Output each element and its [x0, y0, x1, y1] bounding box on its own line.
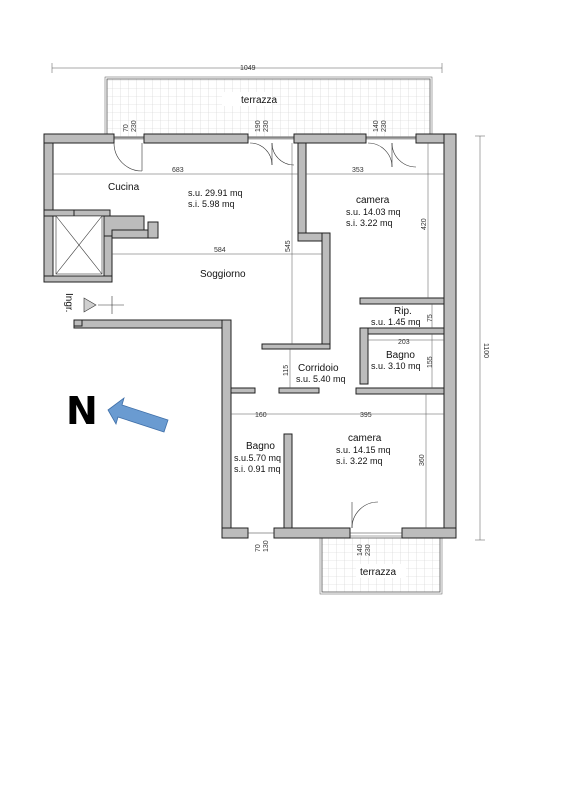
room-corridoio-su: s.u. 5.40 mq: [296, 374, 346, 384]
dimension-160: 160: [255, 412, 267, 419]
room-corridoio-label: Corridoio: [298, 363, 339, 374]
compass-north-letter: N: [66, 389, 98, 433]
entrance-label: Ingr.: [63, 293, 74, 312]
dimension-155: 155: [427, 356, 434, 368]
north-arrow-icon: [107, 396, 169, 433]
window-4-b: 130: [263, 540, 270, 552]
dimension-total-height: 1100: [475, 135, 489, 541]
window-1-a: 70: [123, 124, 130, 132]
room-rip-su: s.u. 1.45 mq: [371, 317, 421, 327]
room-bagno2-si: s.i. 0.91 mq: [234, 464, 281, 474]
room-rip-label: Rip.: [394, 306, 412, 317]
walls: [43, 133, 457, 539]
room-bagno2-label: Bagno: [246, 441, 275, 452]
dimension-584: 584: [214, 247, 226, 254]
room-bagno2-su: s.u.5.70 mq: [234, 453, 281, 463]
room-camera1-label: camera: [356, 195, 390, 206]
terrace-bottom: terrazza: [319, 535, 443, 595]
room-labels: Cucina s.u. 29.91 mq s.i. 5.98 mq Soggio…: [108, 182, 421, 474]
window-3-b: 230: [381, 120, 388, 132]
window-3-a: 140: [373, 120, 380, 132]
dimension-683: 683: [172, 167, 184, 174]
dimension-360: 360: [419, 454, 426, 466]
room-soggiorno-label: Soggiorno: [200, 269, 246, 280]
window-5-a: 140: [357, 544, 364, 556]
room-bagno1-label: Bagno: [386, 350, 415, 361]
window-1-b: 230: [131, 120, 138, 132]
terrace-bottom-label: terrazza: [360, 567, 397, 578]
room-cucina-label: Cucina: [108, 182, 140, 193]
stair-well: [55, 215, 103, 275]
room-camera2-label: camera: [348, 433, 382, 444]
entrance-arrow-icon: [83, 297, 97, 313]
dimension-203: 203: [398, 339, 410, 346]
dimension-395: 395: [360, 412, 372, 419]
room-soggiorno-si: s.i. 5.98 mq: [188, 199, 235, 209]
room-camera2-su: s.u. 14.15 mq: [336, 445, 391, 455]
window-2-b: 230: [263, 120, 270, 132]
room-camera2-si: s.i. 3.22 mq: [336, 456, 383, 466]
terrace-top-label: terrazza: [241, 95, 278, 106]
window-dimension-labels: 70 230 190 230 140 230 70 130 140 230: [123, 120, 388, 556]
room-bagno1-su: s.u. 3.10 mq: [371, 361, 421, 371]
dimension-75: 75: [427, 314, 434, 322]
dimension-420: 420: [421, 218, 428, 230]
dimension-115: 115: [283, 365, 290, 376]
entrance-marker: Ingr.: [63, 293, 124, 314]
dimension-353: 353: [352, 167, 364, 174]
dimension-1049: 1049: [240, 65, 256, 72]
dimension-545: 545: [285, 240, 292, 252]
window-markers: [113, 137, 417, 534]
window-4-a: 70: [255, 544, 262, 552]
room-soggiorno-su: s.u. 29.91 mq: [188, 188, 243, 198]
terrace-top: terrazza: [104, 76, 433, 140]
room-camera1-si: s.i. 3.22 mq: [346, 218, 393, 228]
dimension-total-width: 1049: [51, 63, 443, 73]
room-camera1-su: s.u. 14.03 mq: [346, 207, 401, 217]
window-5-b: 230: [365, 544, 372, 556]
compass: N: [66, 389, 169, 433]
internal-dimensions: 683 353 584 545 420 75 203 155 115 160 3…: [53, 143, 444, 528]
dimension-1100: 1100: [482, 343, 489, 358]
window-2-a: 190: [255, 120, 262, 132]
